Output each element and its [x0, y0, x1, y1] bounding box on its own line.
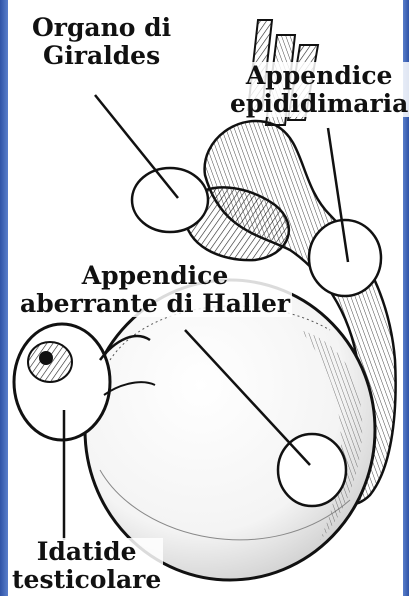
label-appendice-aberrante-line1: Appendice: [20, 262, 290, 290]
label-idatide-testicolare-line2: testicolare: [12, 566, 161, 594]
label-organo-giraldes: Organo di Giraldes: [30, 14, 173, 69]
label-idatide-testicolare: Idatide testicolare: [10, 538, 163, 593]
label-appendice-epididimaria-line2: epididimaria: [230, 90, 408, 118]
appendice-epididimaria-highlight: [309, 220, 381, 296]
label-organo-giraldes-line2: Giraldes: [32, 42, 171, 70]
label-organo-giraldes-line1: Organo di: [32, 14, 171, 42]
testis-body: [85, 280, 375, 580]
appendice-aberrante-highlight: [278, 434, 346, 506]
label-appendice-epididimaria: Appendice epididimaria: [228, 62, 409, 117]
label-appendice-aberrante-line2: aberrante di Haller: [20, 290, 290, 318]
label-appendice-aberrante: Appendice aberrante di Haller: [18, 262, 292, 317]
organo-giraldes-highlight: [132, 168, 208, 232]
label-appendice-epididimaria-line1: Appendice: [230, 62, 408, 90]
label-idatide-testicolare-line1: Idatide: [12, 538, 161, 566]
